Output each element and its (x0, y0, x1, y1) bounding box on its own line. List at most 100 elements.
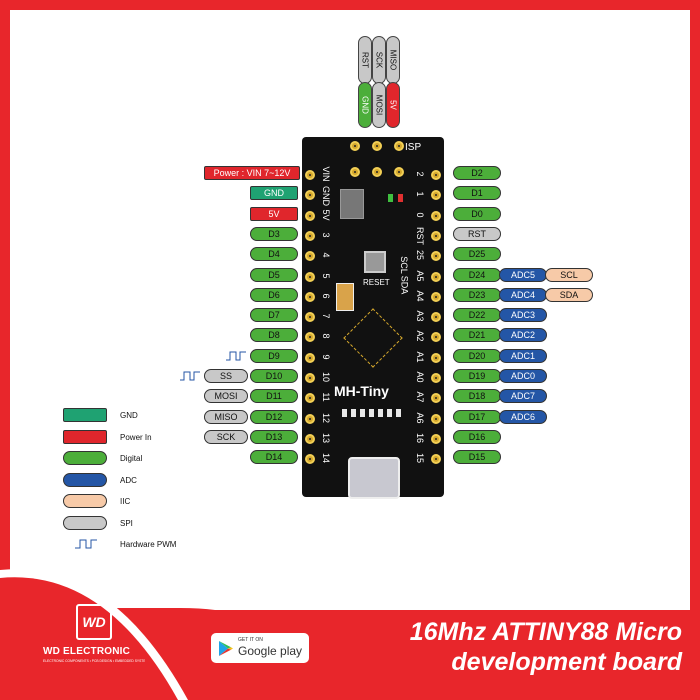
right-pin-d20: D20 (453, 348, 501, 363)
left-pin-d13: D13 (250, 429, 298, 444)
isp-pin-label: MISO (388, 49, 398, 71)
left-pad (305, 454, 315, 465)
isp-pad (372, 141, 382, 151)
left-pad (305, 352, 315, 363)
right-pad (431, 210, 441, 221)
adc-label: ADC5 (499, 267, 547, 282)
left-pin-5v: 5V (250, 206, 298, 221)
isp-label: ISP (405, 142, 422, 153)
right-pin-d16: D16 (453, 429, 501, 444)
left-pin-d10: D10 (250, 369, 298, 383)
left-pin-d3: D3 (250, 226, 298, 241)
isp-pin-label: MOSI (374, 94, 384, 116)
left-silk-label: 9 (321, 354, 331, 360)
left-silk-label: 5 (321, 272, 331, 278)
right-pin-d2: D2 (453, 166, 501, 180)
isp-pad (394, 141, 404, 151)
legend-label: Power In (120, 432, 152, 442)
led-red (398, 194, 403, 202)
led-green (388, 194, 393, 202)
smd-pad (342, 409, 347, 417)
legend-label: Digital (120, 454, 143, 463)
right-silk-label: 15 (415, 453, 425, 464)
isp-pad (350, 167, 360, 177)
adc-label: ADC7 (499, 389, 547, 404)
left-pad (305, 251, 315, 262)
spi-label: SCK (204, 429, 248, 444)
left-silk-label: 14 (321, 453, 331, 464)
left-pin-d4: D4 (250, 247, 298, 262)
legend-swatch (63, 408, 107, 422)
left-pad (305, 373, 315, 383)
reset-label: RESET (363, 278, 390, 287)
left-silk-label: 4 (321, 252, 331, 258)
right-silk-label: A5 (415, 269, 425, 281)
isp-pin-gnd: GND (358, 82, 372, 128)
isp-pin-label: SCK (374, 51, 384, 69)
isp-pad (394, 167, 404, 177)
right-pad (431, 312, 441, 323)
badge-small-text: GET IT ON (238, 637, 263, 643)
right-pad (431, 413, 441, 424)
spi-label: SS (204, 369, 248, 383)
legend-label: IIC (120, 497, 131, 506)
right-pin-d21: D21 (453, 328, 501, 343)
google-play-badge[interactable]: GET IT ON Google play (211, 633, 309, 663)
left-pin-d11: D11 (250, 389, 298, 404)
isp-pin-sck: SCK (372, 36, 386, 84)
adc-label: ADC3 (499, 308, 547, 323)
right-pad (431, 393, 441, 404)
left-pin-d5: D5 (250, 267, 298, 282)
left-silk-label: 10 (321, 371, 331, 382)
right-pad (431, 251, 441, 262)
left-pad (305, 230, 315, 241)
right-pin-d1: D1 (453, 186, 501, 201)
legend-label: GND (120, 411, 138, 420)
right-pad (431, 170, 441, 180)
left-pin-d9: D9 (250, 348, 298, 363)
product-title-line2: development board (451, 648, 682, 676)
right-pad (431, 332, 441, 343)
right-silk-label: 25 (415, 250, 425, 261)
google-play-icon (219, 641, 233, 656)
brand-logo-text: WD (82, 614, 106, 630)
crystal (336, 283, 354, 311)
iic-label: SCL (545, 267, 593, 282)
right-pin-d25: D25 (453, 247, 501, 262)
legend-label: Hardware PWM (120, 540, 177, 549)
isp-pin-miso: MISO (386, 36, 400, 84)
isp-pin-5v: 5V (386, 82, 400, 128)
right-pin-d18: D18 (453, 389, 501, 404)
left-silk-label: 11 (321, 392, 331, 402)
left-pad (305, 413, 315, 424)
legend-swatch (63, 429, 107, 444)
left-pin-d8: D8 (250, 328, 298, 343)
left-pin-d7: D7 (250, 308, 298, 323)
legend-swatch (63, 451, 107, 465)
left-silk-label: 8 (321, 333, 331, 339)
left-pin-d6: D6 (250, 287, 298, 302)
right-pad (431, 352, 441, 363)
adc-label: ADC0 (499, 369, 547, 383)
right-pin-d17: D17 (453, 409, 501, 424)
right-pin-rst: RST (453, 226, 501, 241)
right-silk-label: RST (415, 226, 425, 245)
left-silk-label: 12 (321, 412, 331, 423)
right-silk-label: 2 (415, 171, 425, 177)
legend-swatch (63, 472, 107, 487)
brand-name: WD ELECTRONIC (43, 646, 131, 657)
adc-label: ADC6 (499, 409, 547, 424)
right-silk-label: 16 (415, 432, 425, 443)
board-name: MH-Tiny (334, 383, 389, 399)
right-silk-label2: SCL (398, 256, 409, 274)
reset-button (364, 251, 386, 273)
legend-swatch (63, 515, 107, 530)
left-silk-label: VIN (321, 166, 331, 182)
left-silk-label: GND (321, 186, 331, 207)
isp-pin-mosi: MOSI (372, 82, 386, 128)
badge-big-text: Google play (238, 644, 303, 658)
right-silk-label: A4 (415, 290, 425, 302)
right-silk-label: 0 (415, 212, 425, 218)
right-pad (431, 373, 441, 383)
right-silk-label2: SDA (399, 275, 410, 295)
